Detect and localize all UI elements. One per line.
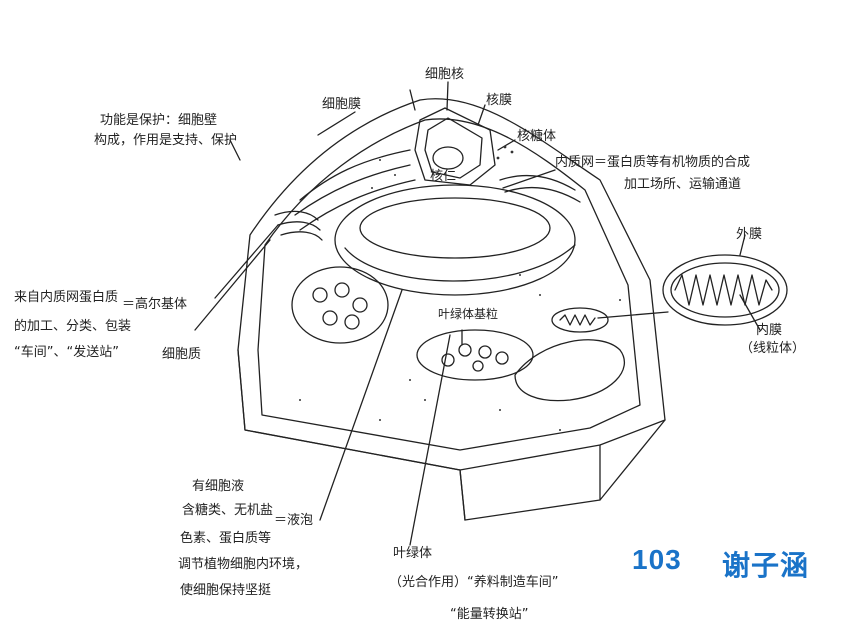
- label-nucleus: 细胞核: [425, 67, 465, 82]
- label-chloroplast: 叶绿体: [393, 546, 433, 561]
- leader-cell-membrane: [317, 111, 356, 136]
- label-grana: 叶绿体基粒: [438, 307, 499, 321]
- golgi-shape: [274, 210, 319, 221]
- golgi-note-line3: “车间”、“发送站”: [14, 345, 119, 360]
- cytoplasm-dots: [299, 145, 621, 431]
- nucleolus-shape: [432, 146, 464, 170]
- leader-nuc-membrane: [477, 104, 486, 126]
- er-note-line1: 内质网＝蛋白质等有机物质的合成: [555, 155, 751, 170]
- leader-er: [502, 169, 556, 189]
- leader-mito-inner: [739, 294, 761, 331]
- vacuole-note-line2: 含糖类、无机盐: [182, 503, 274, 518]
- leader-vacuole: [319, 289, 403, 521]
- leader-chloroplast: [409, 334, 451, 546]
- label-ribosome: 核糖体: [517, 129, 557, 144]
- vacuole-shape: [514, 339, 626, 402]
- label-cytoplasm: 细胞质: [162, 347, 202, 362]
- label-nucleolus: 核仁: [430, 169, 457, 184]
- golgi-note-line2: 的加工、分类、包装: [14, 319, 132, 334]
- cell-wall-front-edge: [237, 349, 666, 521]
- vacuole-note-line1: 有细胞液: [192, 479, 245, 494]
- mitochondrion-enlarged: [662, 254, 788, 326]
- mitochondrion-small: [551, 307, 609, 333]
- leader-cell-wall: [229, 139, 241, 161]
- label-golgi: ＝高尔基体: [122, 297, 188, 312]
- signature-name: 谢子涵: [722, 550, 810, 581]
- signature-number: 103: [632, 544, 682, 575]
- er-note-line2: 加工场所、运输通道: [624, 177, 742, 192]
- leader-mito-connect: [597, 311, 669, 319]
- chloroplast-note: （光合作用）“养料制造车间”: [389, 575, 559, 590]
- label-mito-inner-sub: （线粒体）: [740, 341, 806, 356]
- chloroplast-note2: “能量转换站”: [450, 607, 529, 622]
- leader-nucleus: [446, 81, 449, 111]
- cell-wall-note-line1: 功能是保护：细胞壁: [100, 113, 218, 128]
- chloroplast-center: [416, 329, 534, 381]
- label-cell-membrane: 细胞膜: [322, 97, 362, 112]
- label-mito-inner: 内膜: [756, 323, 783, 338]
- er-shape: [299, 149, 411, 201]
- chloroplast-left: [291, 266, 389, 344]
- leader-cytoplasm: [194, 239, 271, 331]
- golgi-note-line1: 来自内质网蛋白质: [14, 290, 119, 305]
- leader-mito-outer: [739, 234, 746, 256]
- vacuole-note-line4: 调节植物细胞内环境，: [178, 557, 309, 572]
- leader-golgi: [214, 224, 279, 299]
- nucleus-body: [334, 184, 576, 296]
- label-nuclear-membrane: 核膜: [486, 93, 513, 108]
- cell-wall-note-line2: 构成，作用是支持、保护: [94, 133, 238, 148]
- label-vacuole: ＝液泡: [274, 513, 314, 528]
- leader-ribosome: [497, 139, 516, 151]
- vacuole-note-line3: 色素、蛋白质等: [180, 531, 272, 546]
- vacuole-note-line5: 使细胞保持坚挺: [180, 583, 272, 598]
- cell-wall-outline: [237, 98, 666, 471]
- cell-membrane-outline: [257, 118, 641, 451]
- nucleus-cutaway: [414, 107, 496, 186]
- label-mito-outer: 外膜: [736, 227, 763, 242]
